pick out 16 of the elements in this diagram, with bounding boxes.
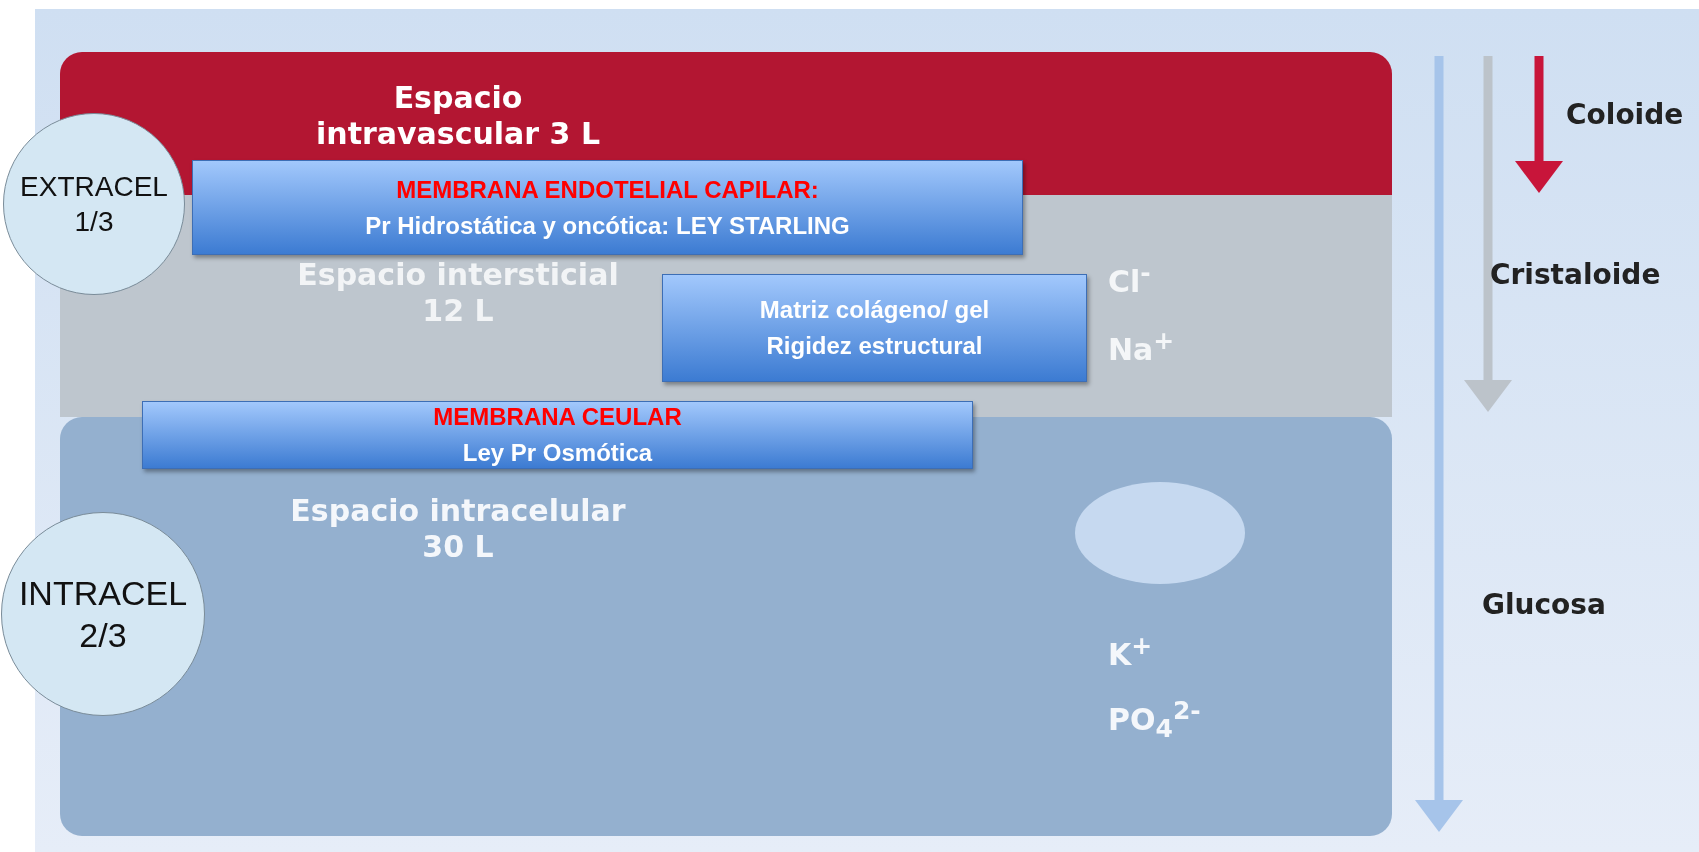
box-heading: MEMBRANA CEULAR: [433, 402, 682, 432]
fraction-label: INTRACEL 2/3: [17, 572, 189, 656]
fluid-type-label: Glucosa: [1482, 588, 1606, 621]
compartment-label: Espacio intravascular 3 L: [315, 80, 601, 152]
membrane-box: [142, 401, 973, 469]
box-text: Ley Pr Osmótica: [462, 438, 653, 468]
ion-label: K$^{+}$: [1108, 631, 1153, 672]
membrane-box: [192, 160, 1023, 255]
box-heading: MEMBRANA ENDOTELIAL CAPILAR:: [396, 174, 819, 205]
fluid-type-label: Cristaloide: [1490, 258, 1661, 291]
compartment-label: Espacio intracelular 30 L: [289, 493, 627, 565]
fraction-label: EXTRACEL 1/3: [19, 170, 169, 239]
box-text: Matriz colágeno/ gel Rigidez estructural: [758, 295, 991, 361]
membrane-box: [662, 274, 1087, 382]
box-text: Pr Hidrostática y oncótica: LEY STARLING: [365, 210, 850, 241]
fluid-type-label: Coloide: [1566, 98, 1684, 131]
